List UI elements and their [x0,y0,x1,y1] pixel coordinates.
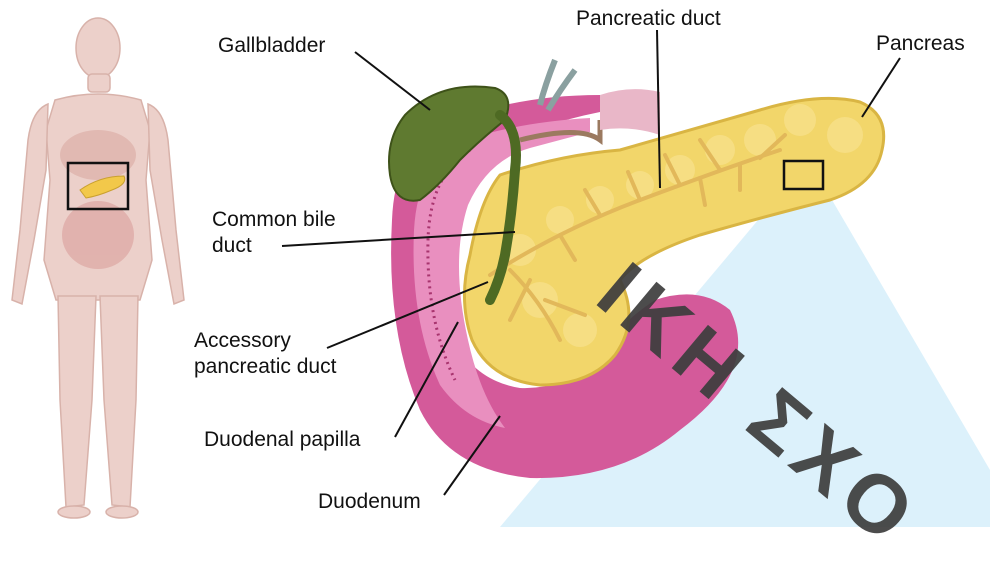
label-accessory-duct-line1: Accessory [194,329,291,353]
label-accessory-duct-line2: pancreatic duct [194,355,336,379]
label-gallbladder: Gallbladder [218,34,325,58]
label-duodenum: Duodenum [318,490,421,514]
label-pancreatic-duct: Pancreatic duct [576,7,721,31]
anatomy-illustration: ΙΚΗ ΣΧΟ Gallbladder Pancreatic duct Panc… [0,0,990,527]
label-pancreas: Pancreas [876,32,965,56]
label-common-bile-duct-line2: duct [212,234,252,258]
stomach-outlet [600,89,660,135]
label-duodenal-papilla: Duodenal papilla [204,428,360,452]
label-common-bile-duct-line1: Common bile [212,208,336,232]
